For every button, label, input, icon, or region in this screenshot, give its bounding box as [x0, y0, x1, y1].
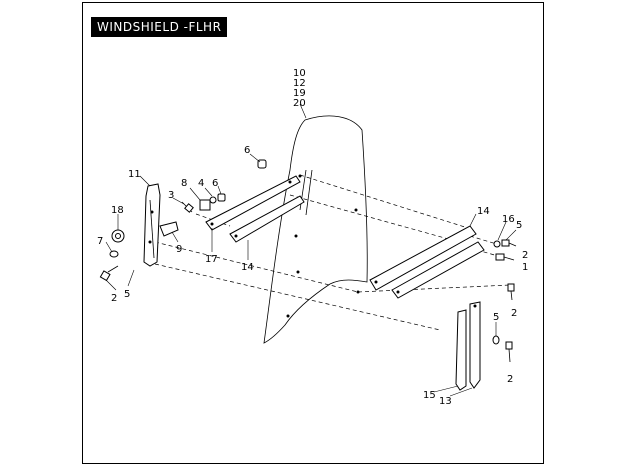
leader-line: [497, 221, 507, 241]
screw-2-left: [99, 265, 119, 282]
part-label-13: 13: [439, 396, 452, 407]
part-label-6-left: 6: [212, 178, 218, 189]
bracket-8: [199, 199, 211, 211]
part-label-6-top: 6: [244, 145, 250, 156]
left-bracket-edge: [149, 199, 155, 259]
part-label-2-right-top: 2: [522, 250, 528, 261]
leader-line: [189, 187, 201, 201]
mount-clip: [159, 221, 179, 237]
mount-hole: [210, 222, 214, 226]
screw-2-right-mid: [507, 283, 515, 301]
mount-hole: [473, 304, 477, 308]
leader-line: [449, 387, 473, 397]
part-label-2-left: 2: [111, 293, 117, 304]
part-label-19: 19: [293, 88, 306, 99]
leader-line: [127, 269, 135, 287]
assembly-line: [469, 235, 501, 246]
part-label-15: 15: [423, 390, 436, 401]
mounting-strip-outer: [205, 175, 301, 231]
assembly-line: [357, 284, 511, 293]
leader-line: [249, 153, 261, 163]
mount-hole: [234, 234, 238, 238]
part-label-5-right: 5: [516, 220, 522, 231]
part-label-3: 3: [168, 190, 174, 201]
part-label-9: 9: [176, 244, 182, 255]
leader-line: [469, 213, 477, 227]
mount-hole: [286, 314, 290, 318]
leader-line: [505, 229, 517, 241]
leader-line: [172, 197, 185, 205]
windshield-panel: [263, 115, 368, 344]
nut-6-left: [217, 193, 226, 202]
part-label-2-right-mid: 2: [511, 308, 517, 319]
mount-hole: [374, 280, 378, 284]
part-label-5-left: 5: [124, 289, 130, 300]
windshield-reflection-line: [305, 169, 313, 216]
leader-line: [204, 187, 213, 197]
diagram-title: WINDSHIELD -FLHR: [91, 17, 228, 37]
part-label-10: 10: [293, 68, 306, 79]
part-label-1: 1: [522, 262, 528, 273]
part-label-14-left: 14: [241, 262, 254, 273]
part-label-2-right-low: 2: [507, 374, 513, 385]
screw-1: [495, 253, 515, 261]
part-label-16: 16: [502, 214, 515, 225]
assembly-line: [469, 247, 499, 257]
lower-bracket-15: [455, 309, 467, 391]
washer-7: [109, 250, 119, 258]
mounting-strip-right-upper: [369, 225, 477, 291]
mounting-strip-right-lower: [391, 241, 485, 299]
screw-2-right-top: [501, 239, 517, 247]
mount-hole: [354, 208, 358, 212]
assembly-line: [289, 194, 453, 241]
leader-line: [105, 241, 113, 253]
mount-hole: [150, 210, 154, 214]
assembly-line: [299, 174, 469, 229]
mount-hole: [294, 234, 298, 238]
part-label-11: 11: [128, 169, 141, 180]
part-label-7: 7: [97, 236, 103, 247]
leader-line: [299, 103, 307, 119]
part-label-14-right: 14: [477, 206, 490, 217]
screw-2-right-low: [505, 341, 513, 363]
lower-bracket-13: [469, 301, 481, 389]
mount-hole: [356, 290, 360, 294]
part-label-12: 12: [293, 78, 306, 89]
assembly-line: [195, 213, 231, 227]
assembly-line: [154, 241, 359, 293]
part-label-8: 8: [181, 178, 187, 189]
leader-line: [105, 279, 117, 291]
leader-line: [139, 175, 151, 187]
mounting-strip-inner-left: [229, 195, 305, 243]
part-label-4: 4: [198, 178, 204, 189]
part-label-5-lower: 5: [493, 312, 499, 323]
leader-line: [171, 231, 179, 243]
grommet-18: [111, 229, 125, 243]
leader-line: [433, 385, 459, 393]
leader-line: [217, 185, 222, 195]
washer-4: [209, 196, 217, 204]
mount-hole: [396, 290, 400, 294]
part-label-17: 17: [205, 254, 218, 265]
mount-hole: [296, 270, 300, 274]
mount-hole: [148, 240, 152, 244]
washer-5-right: [493, 240, 501, 248]
mount-hole: [298, 174, 302, 178]
part-label-20: 20: [293, 98, 306, 109]
mount-hole: [288, 180, 292, 184]
part-label-18: 18: [111, 205, 124, 216]
washer-5-lower: [492, 335, 500, 345]
